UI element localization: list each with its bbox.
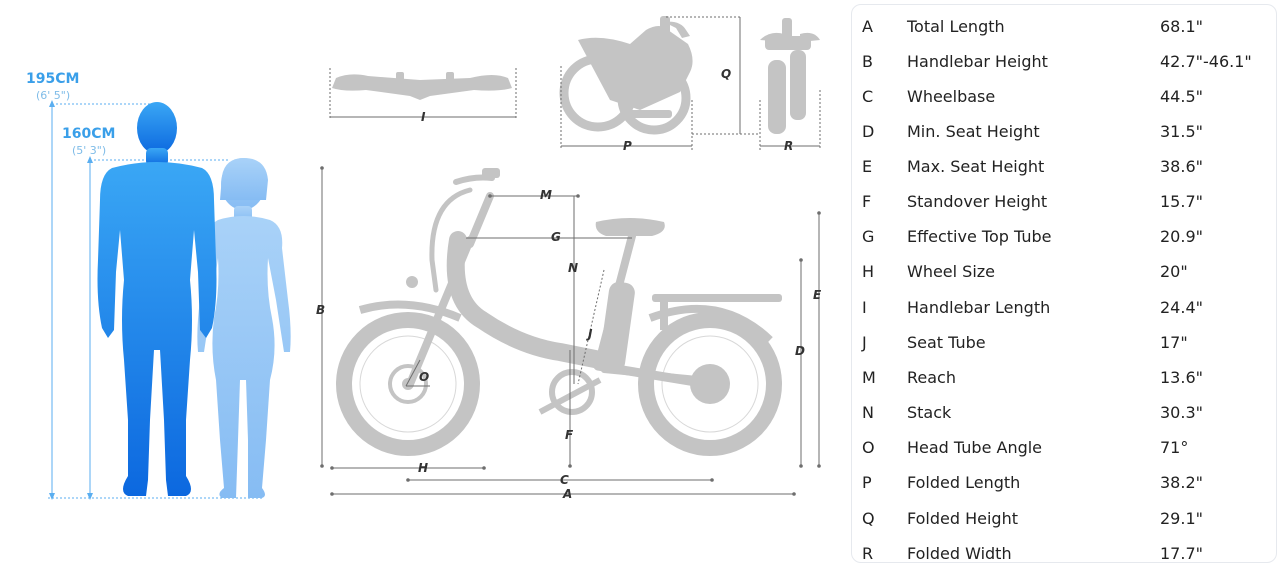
spec-value: 42.7"-46.1" — [1160, 52, 1252, 71]
spec-value: 20" — [1160, 262, 1188, 281]
spec-name: Handlebar Height — [907, 52, 1048, 71]
main-dimension-labels: B M G N J O E D F H C A — [316, 188, 822, 501]
spec-letter: C — [862, 87, 874, 106]
dim-label-c: C — [560, 473, 569, 487]
spec-row: O Head Tube Angle 71° — [852, 430, 1276, 465]
spec-table: A Total Length 68.1" B Handlebar Height 42.7"… — [851, 4, 1277, 563]
spec-name: Max. Seat Height — [907, 157, 1045, 176]
spec-name: Effective Top Tube — [907, 227, 1052, 246]
handlebar-top-view: I — [329, 68, 517, 124]
spec-row: G Effective Top Tube 20.9" — [852, 219, 1276, 254]
dim-label-f: F — [565, 428, 574, 442]
dim-label-q: Q — [721, 67, 731, 81]
dim-label-d: D — [795, 344, 805, 358]
dim-label-b: B — [316, 303, 325, 317]
dim-label-n: N — [568, 261, 578, 275]
spec-row: C Wheelbase 44.5" — [852, 79, 1276, 114]
spec-value: 38.6" — [1160, 157, 1203, 176]
spec-letter: R — [862, 544, 874, 563]
spec-value: 29.1" — [1160, 509, 1203, 528]
dim-label-e: E — [813, 288, 822, 302]
spec-letter: F — [862, 192, 872, 211]
spec-letter: A — [862, 17, 873, 36]
height-reference: 195CM (6' 5") 160CM (5' 3") — [26, 71, 291, 500]
dim-label-h: H — [418, 461, 428, 475]
spec-value: 30.3" — [1160, 403, 1203, 422]
tall-height-ft-label: (6' 5") — [36, 89, 70, 102]
spec-row: F Standover Height 15.7" — [852, 184, 1276, 219]
man-silhouette — [97, 102, 217, 496]
spec-name: Min. Seat Height — [907, 122, 1040, 141]
spec-letter: H — [862, 262, 875, 281]
spec-letter: Q — [862, 509, 875, 528]
spec-letter: G — [862, 227, 875, 246]
spec-letter: B — [862, 52, 873, 71]
dim-label-p: P — [623, 139, 632, 153]
spec-value: 71° — [1160, 438, 1189, 457]
spec-letter: D — [862, 122, 875, 141]
spec-row: R Folded Width 17.7" — [852, 536, 1276, 571]
main-dimension-lines — [321, 168, 820, 495]
spec-name: Handlebar Length — [907, 298, 1051, 317]
spec-value: 17.7" — [1160, 544, 1203, 563]
spec-value: 31.5" — [1160, 122, 1203, 141]
woman-silhouette — [197, 158, 291, 498]
spec-name: Total Length — [907, 17, 1005, 36]
spec-letter: N — [862, 403, 874, 422]
folded-bike-front-view: R — [759, 18, 821, 153]
spec-name: Folded Height — [907, 509, 1018, 528]
spec-letter: J — [862, 333, 867, 352]
tall-height-label: 195CM — [26, 71, 79, 87]
spec-row: A Total Length 68.1" — [852, 9, 1276, 44]
spec-row: J Seat Tube 17" — [852, 325, 1276, 360]
spec-name: Standover Height — [907, 192, 1048, 211]
spec-row: H Wheel Size 20" — [852, 254, 1276, 289]
spec-name: Stack — [907, 403, 952, 422]
spec-value: 15.7" — [1160, 192, 1203, 211]
spec-letter: M — [862, 368, 876, 387]
bike-side-view — [336, 168, 782, 456]
dim-label-g: G — [551, 230, 561, 244]
dim-label-a: A — [562, 487, 572, 501]
dim-label-o: O — [419, 370, 429, 384]
short-height-ft-label: (5' 3") — [72, 144, 106, 157]
spec-row: D Min. Seat Height 31.5" — [852, 114, 1276, 149]
spec-row: B Handlebar Height 42.7"-46.1" — [852, 44, 1276, 79]
spec-name: Head Tube Angle — [907, 438, 1043, 457]
spec-value: 24.4" — [1160, 298, 1203, 317]
dim-label-m: M — [540, 188, 552, 202]
spec-row: I Handlebar Length 24.4" — [852, 290, 1276, 325]
spec-value: 44.5" — [1160, 87, 1203, 106]
spec-value: 68.1" — [1160, 17, 1203, 36]
dim-label-i: I — [421, 110, 426, 124]
dimension-endpoints — [320, 166, 821, 496]
spec-row: M Reach 13.6" — [852, 360, 1276, 395]
dim-label-j: J — [586, 327, 593, 341]
spec-name: Wheelbase — [907, 87, 996, 106]
spec-value: 20.9" — [1160, 227, 1203, 246]
folded-bike-side-view: P Q — [559, 16, 760, 153]
spec-letter: I — [862, 298, 867, 317]
spec-row: Q Folded Height 29.1" — [852, 501, 1276, 536]
short-height-label: 160CM — [62, 126, 115, 142]
spec-letter: O — [862, 438, 875, 457]
dim-label-r: R — [784, 139, 793, 153]
spec-name: Wheel Size — [907, 262, 996, 281]
spec-row: N Stack 30.3" — [852, 395, 1276, 430]
spec-name: Seat Tube — [907, 333, 986, 352]
spec-value: 38.2" — [1160, 473, 1203, 492]
spec-row: E Max. Seat Height 38.6" — [852, 149, 1276, 184]
spec-value: 17" — [1160, 333, 1188, 352]
spec-row: P Folded Length 38.2" — [852, 465, 1276, 500]
spec-letter: P — [862, 473, 872, 492]
spec-name: Reach — [907, 368, 956, 387]
spec-name: Folded Width — [907, 544, 1012, 563]
spec-letter: E — [862, 157, 873, 176]
spec-name: Folded Length — [907, 473, 1021, 492]
spec-value: 13.6" — [1160, 368, 1203, 387]
